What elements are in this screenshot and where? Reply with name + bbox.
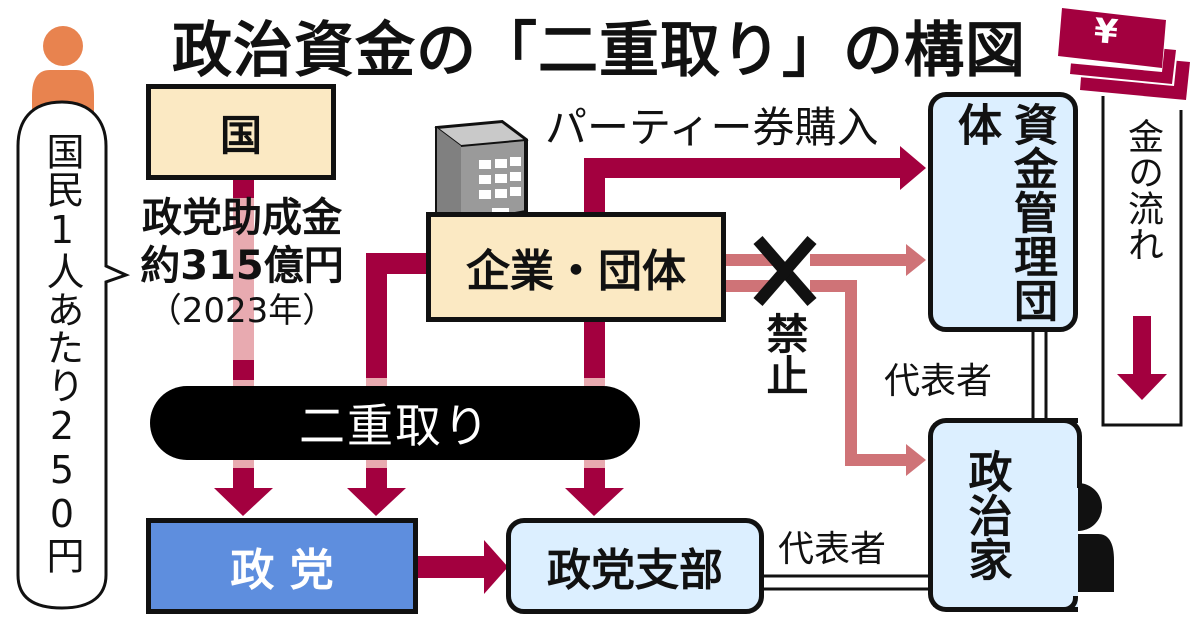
arrow-prohibited-to-fund-org: [726, 244, 926, 276]
arrow-companies-to-party: [347, 253, 432, 516]
representative-label-fund-org: 代表者: [884, 361, 993, 402]
node-state-label: 国: [219, 110, 262, 160]
politician-box-corner-bottom: [1060, 596, 1078, 612]
arrow-state-to-party: [214, 178, 273, 516]
double-dip-banner: 二重取り: [150, 386, 640, 460]
node-fund-org-label: 資金管理団体: [950, 102, 1057, 322]
politician-box-corner: [1060, 418, 1082, 488]
node-party: 政 党: [146, 518, 418, 614]
prohibited-label: 禁止: [760, 312, 809, 396]
citizen-speech-bubble: [16, 100, 131, 610]
node-companies: 企業・団体: [426, 212, 726, 322]
page-title: 政治資金の「二重取り」の構図: [172, 16, 1026, 86]
yen-symbol: ¥: [1092, 11, 1120, 53]
double-dip-label: 二重取り: [299, 399, 491, 453]
representative-link-vertical: [1031, 330, 1048, 420]
subsidy-year: （2023年）: [147, 291, 337, 331]
arrow-party-to-branch: [418, 540, 508, 594]
building-icon: [434, 119, 529, 227]
node-party-branch-label: 政党支部: [547, 545, 723, 596]
arrow-stub: [584, 200, 605, 214]
node-companies-label: 企業・団体: [466, 246, 686, 297]
node-state: 国: [146, 84, 336, 180]
arrow-companies-to-branch: [565, 320, 624, 516]
legend-money-flow-label: 金の流れ: [1122, 118, 1163, 262]
node-fund-management-org: 資金管理団体: [928, 92, 1078, 332]
arrow-ticket-purchase: [584, 146, 926, 214]
ticket-purchase-label: パーティー券購入: [545, 103, 879, 152]
node-politician: 政治家: [928, 418, 1078, 612]
representative-link-horizontal: [762, 574, 932, 591]
subsidy-amount: 約315億円: [140, 243, 344, 289]
subsidy-title: 政党助成金: [142, 195, 342, 241]
yen-bills-icon: [1056, 8, 1190, 100]
node-politician-label: 政治家: [960, 449, 1012, 581]
legend-down-arrow-icon: [1117, 316, 1167, 400]
legend-frame: [1101, 96, 1183, 427]
node-party-label: 政 党: [230, 545, 334, 596]
subsidy-info: 政党助成金 約315億円 （2023年）: [122, 194, 362, 332]
representative-label-branch: 代表者: [778, 529, 887, 570]
citizen-per-capita-label: 国民1人あたり250円: [40, 132, 84, 574]
node-party-branch: 政党支部: [506, 518, 764, 614]
prohibited-x-icon: [753, 236, 817, 306]
